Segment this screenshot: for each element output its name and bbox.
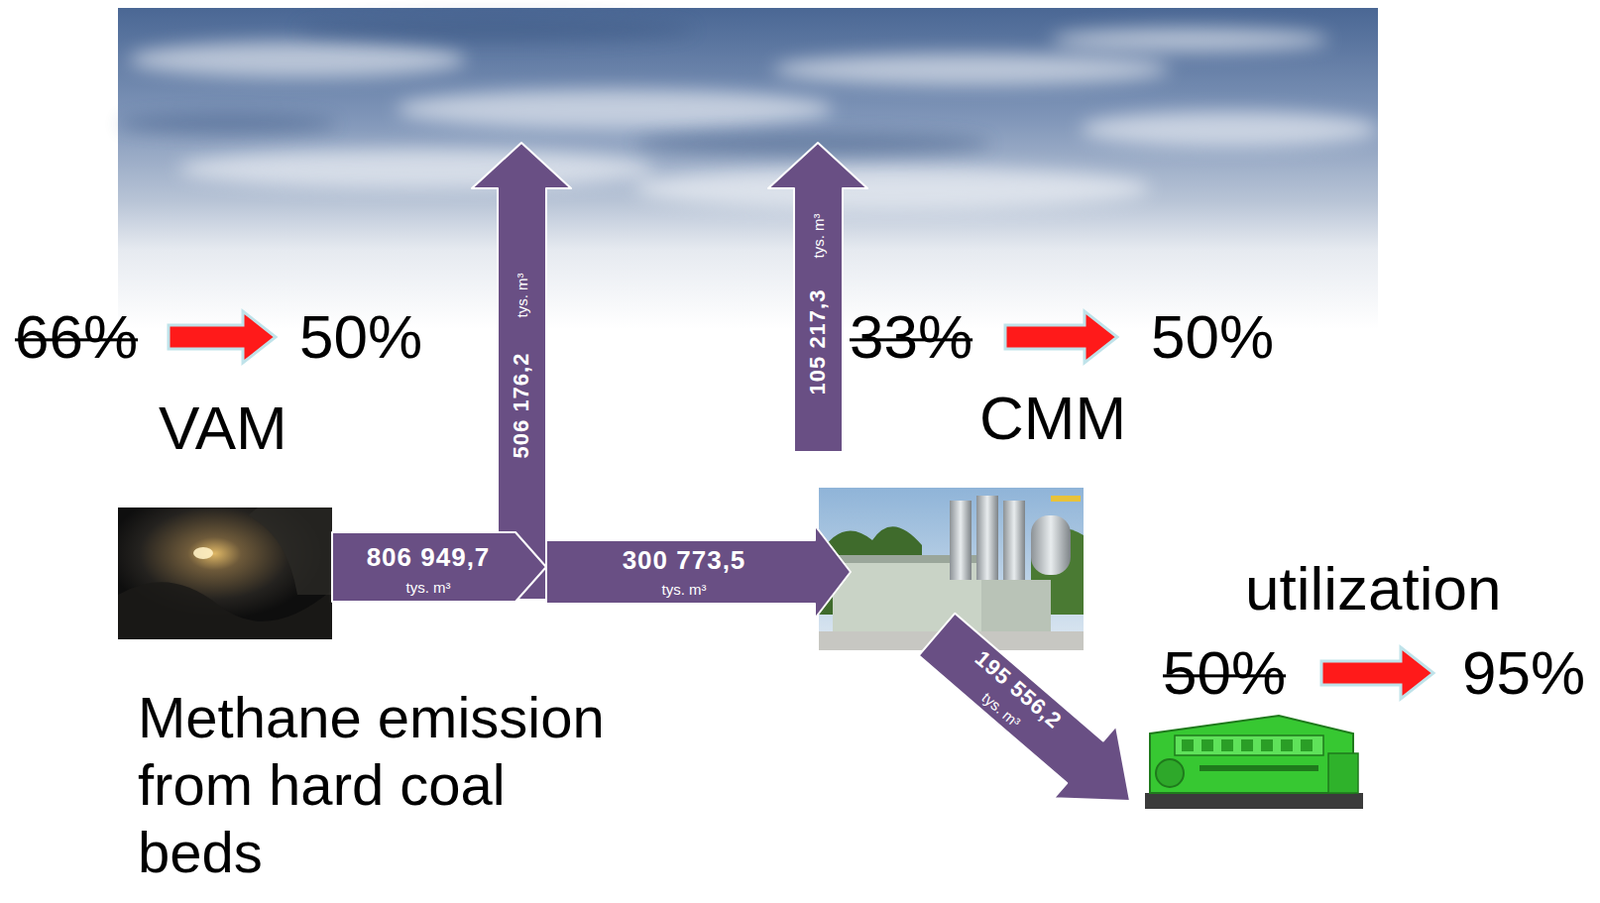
gas-engine-node: utilization — [1141, 713, 1368, 816]
flow-name: CMM — [979, 382, 1127, 454]
change-arrow — [1321, 647, 1434, 699]
flow-unit: tys. m³ — [662, 581, 707, 597]
old-rate: 66% — [14, 301, 138, 372]
flow-value: 105 217,3 — [806, 289, 829, 396]
drainage-arrow — [546, 525, 851, 619]
utilization-arrow — [918, 613, 1131, 801]
flow-unit: tys. m³ — [406, 579, 452, 595]
flow-unit: tys. m³ — [810, 214, 826, 259]
vam-arrow — [471, 142, 572, 600]
mine-photo — [117, 507, 333, 640]
new-rate: 50% — [299, 301, 423, 372]
flow-value: 300 773,5 — [622, 547, 747, 573]
emission-source: Methane emission from hard coal beds — [117, 507, 333, 640]
source-caption: Methane emission from hard coal beds — [137, 684, 629, 887]
cmm-arrow — [768, 142, 868, 453]
stage-heading: utilization — [1245, 553, 1501, 624]
old-rate: 33% — [849, 301, 973, 372]
new-rate: 50% — [1150, 301, 1274, 372]
change-arrow — [1005, 311, 1118, 363]
new-rate: 95% — [1462, 637, 1586, 708]
old-rate: 50% — [1162, 637, 1286, 708]
flow-value: 806 949,7 — [366, 544, 491, 571]
flow-unit: tys. m³ — [514, 273, 530, 319]
gas-engine — [1144, 715, 1364, 809]
flow-value: 506 176,2 — [510, 352, 533, 459]
flow-name: VAM — [158, 392, 288, 463]
sky-band — [117, 7, 1378, 330]
inflow-arrow — [332, 532, 547, 602]
change-arrow — [168, 311, 276, 363]
